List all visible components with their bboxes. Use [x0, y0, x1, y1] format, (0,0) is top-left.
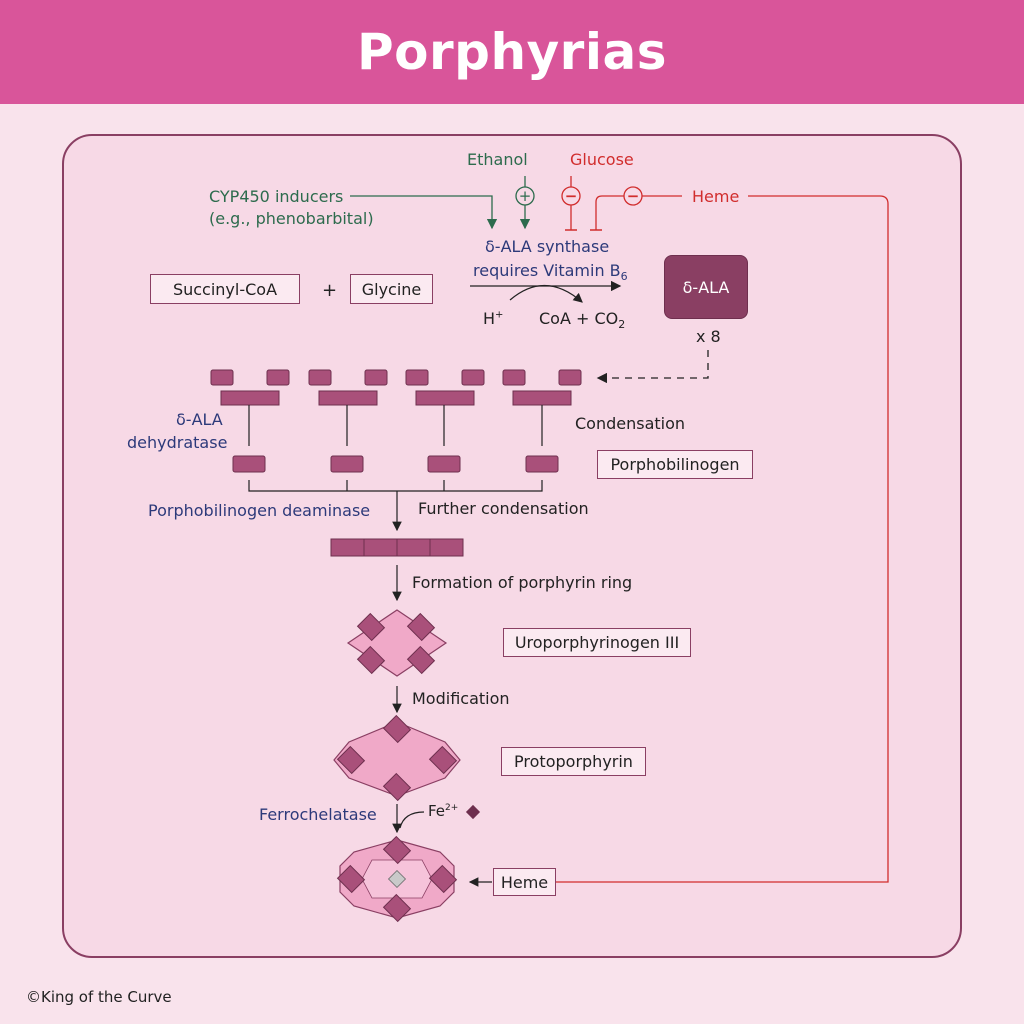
fe-superscript: 2+ [445, 803, 459, 813]
times-eight-label: x 8 [696, 327, 721, 346]
ala-product-box: δ-ALA [664, 255, 748, 319]
copyright-label: ©King of the Curve [26, 988, 172, 1006]
porphobilinogen-units [232, 455, 559, 473]
ferrochelatase-label: Ferrochelatase [259, 805, 377, 824]
protoporphyrin-ring [333, 714, 461, 802]
glycine-box: Glycine [350, 274, 433, 304]
deaminase-bracket [248, 480, 543, 532]
protoporphyrin-box: Protoporphyrin [501, 747, 646, 776]
minus-sign-icon: − [627, 187, 640, 205]
cyp450-example-label: (e.g., phenobarbital) [209, 209, 374, 228]
glucose-inhibition [561, 176, 581, 231]
iron-label: Fe2+ [428, 802, 458, 820]
ala-molecules-row [210, 369, 582, 386]
deaminase-label: Porphobilinogen deaminase [148, 501, 371, 520]
ala-synthase-label: δ-ALA synthase [485, 237, 610, 256]
page-title: Porphyrias [357, 23, 667, 81]
minus-sign-icon: − [565, 187, 578, 205]
further-condensation-label: Further condensation [418, 499, 589, 518]
dehydratase-label-line2: dehydratase [127, 433, 228, 452]
ring-formation-label: Formation of porphyrin ring [412, 573, 633, 592]
h-text: H [483, 309, 496, 328]
heme-regulator-label: Heme [692, 187, 740, 206]
iron-icon [465, 804, 481, 820]
heme-feedback-inhibition [556, 186, 889, 883]
coa-text: CoA + CO [539, 309, 619, 328]
condensation-bars [220, 390, 572, 406]
ferrochelatase-arrow [392, 804, 425, 834]
linear-tetrapyrrole [330, 538, 464, 557]
h-superscript: + [495, 309, 504, 321]
condensation-stems [248, 405, 543, 446]
ethanol-stimulation [515, 176, 535, 230]
vitamin-b6-label: requires Vitamin B6 [473, 261, 628, 283]
cyp450-stimulation-arrow [350, 195, 498, 230]
diagram-panel [62, 134, 962, 958]
heme-ring [336, 835, 458, 923]
coa-co2-label: CoA + CO2 [539, 309, 625, 331]
vitamin-b6-subscript: 6 [620, 270, 628, 284]
porphobilinogen-box: Porphobilinogen [597, 450, 753, 479]
vitamin-b6-text: requires Vitamin B [473, 261, 621, 280]
ethanol-label: Ethanol [467, 150, 528, 169]
dehydratase-label-line1: δ-ALA [176, 410, 223, 429]
condensation-label: Condensation [575, 414, 686, 433]
succinyl-coa-box: Succinyl-CoA [150, 274, 300, 304]
modification-label: Modification [412, 689, 510, 708]
glucose-label: Glucose [570, 150, 634, 169]
fe-text: Fe [428, 802, 446, 820]
plus-label: + [322, 280, 338, 301]
header-banner: Porphyrias [0, 0, 1024, 104]
uroporphyrinogen-box: Uroporphyrinogen III [503, 628, 691, 657]
co2-subscript: 2 [618, 318, 626, 332]
cyp450-label: CYP450 inducers [209, 187, 344, 206]
ala-x8-dashed-arrow [596, 350, 709, 384]
synthase-reaction-arrow [470, 280, 622, 303]
h-plus-label: H+ [483, 309, 503, 328]
uroporphyrinogen-ring [346, 609, 448, 677]
heme-product-box: Heme [493, 868, 556, 896]
plus-sign-icon: + [519, 187, 532, 205]
